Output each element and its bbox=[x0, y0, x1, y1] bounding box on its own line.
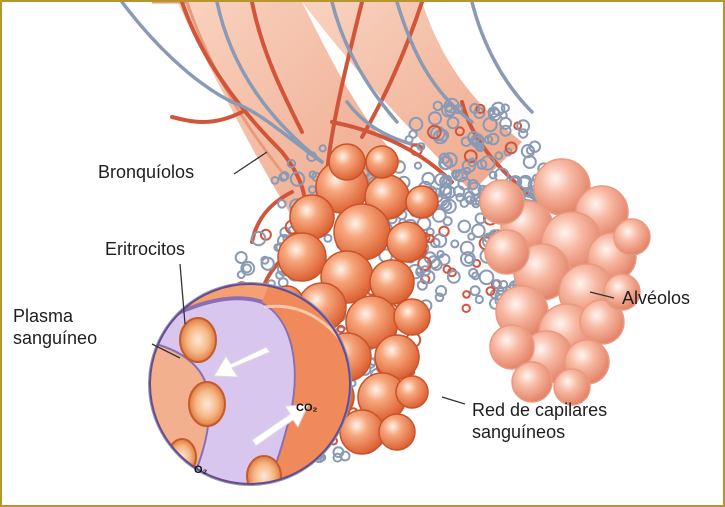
alveolus-orange bbox=[366, 146, 398, 178]
alveolus-orange bbox=[329, 144, 365, 180]
alveolus-pink bbox=[485, 230, 529, 274]
capillary-loop bbox=[519, 129, 527, 137]
capillary-loop bbox=[463, 305, 470, 312]
alveolus-orange bbox=[394, 299, 430, 335]
alveolus-orange bbox=[396, 376, 428, 408]
alveolus-orange bbox=[290, 195, 334, 239]
label-o2: O₂ bbox=[194, 464, 207, 476]
alveolus-orange bbox=[379, 414, 415, 450]
capillary-loop bbox=[238, 271, 245, 278]
capillary-loop bbox=[480, 271, 494, 285]
erythrocyte bbox=[247, 456, 281, 496]
label-red-capilares: Red de capilares sanguíneos bbox=[472, 399, 607, 443]
erythrocyte bbox=[189, 382, 225, 426]
label-red-line2: sanguíneos bbox=[472, 421, 607, 443]
label-bronquiolos: Bronquíolos bbox=[98, 161, 194, 183]
alveolus-pink bbox=[512, 362, 552, 402]
capillary-loop bbox=[451, 240, 458, 247]
label-plasma-sanguineo: Plasma sanguíneo bbox=[13, 305, 97, 349]
capillary-loop bbox=[465, 255, 473, 263]
erythrocyte bbox=[180, 318, 216, 362]
capillary-loop bbox=[463, 291, 470, 298]
capillary-loop bbox=[324, 235, 331, 242]
label-plasma-line2: sanguíneo bbox=[13, 327, 97, 349]
capillary-loop bbox=[471, 286, 480, 295]
capillary-loop bbox=[459, 221, 471, 233]
alveolus-orange bbox=[406, 186, 438, 218]
label-co2: CO₂ bbox=[296, 402, 317, 414]
label-plasma-line1: Plasma bbox=[13, 305, 97, 327]
label-alveolos: Alvéolos bbox=[622, 287, 690, 309]
capillary-loop bbox=[476, 296, 483, 303]
capillary-loop bbox=[472, 225, 485, 238]
capillary-loop bbox=[517, 120, 529, 132]
capillary-loop bbox=[243, 264, 251, 272]
label-eritrocitos: Eritrocitos bbox=[105, 238, 185, 260]
alveolus-orange bbox=[278, 233, 326, 281]
label-red-line1: Red de capilares bbox=[472, 399, 607, 421]
alveolus-pink bbox=[614, 219, 650, 255]
capillary-loop bbox=[437, 251, 443, 257]
capillary-loop bbox=[236, 252, 247, 263]
capillary-loop bbox=[338, 326, 345, 333]
alveolus-orange bbox=[387, 222, 427, 262]
capillary-loop bbox=[415, 163, 421, 169]
alveolus-pink bbox=[480, 180, 524, 224]
